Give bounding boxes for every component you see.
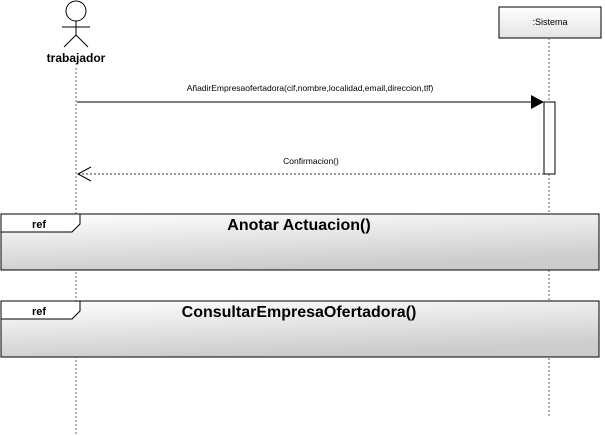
ref-frame-consultar-empresa-ofertadora: ref ConsultarEmpresaOfertadora() — [0, 300, 600, 358]
system-activation-bar — [543, 101, 556, 175]
return-message-label: Confirmacion() — [283, 156, 339, 166]
ref-title: Anotar Actuacion() — [227, 217, 370, 234]
ref-tag: ref — [32, 306, 46, 318]
ref-title: ConsultarEmpresaOfertadora() — [182, 304, 417, 321]
filled-arrowhead-icon — [531, 95, 544, 109]
ref-frame-anotar-actuacion: ref Anotar Actuacion() — [0, 213, 600, 271]
system-lifeline-head — [498, 6, 602, 39]
ref-tag: ref — [32, 219, 46, 231]
actor-figure-icon — [62, 0, 90, 48]
system-name: :Sistema — [532, 17, 567, 27]
open-arrowhead-icon — [76, 166, 92, 182]
actor-name: trabajador — [47, 51, 106, 65]
call-message-label: AñadirEmpresaofertadora(cif,nombre,local… — [187, 83, 434, 93]
